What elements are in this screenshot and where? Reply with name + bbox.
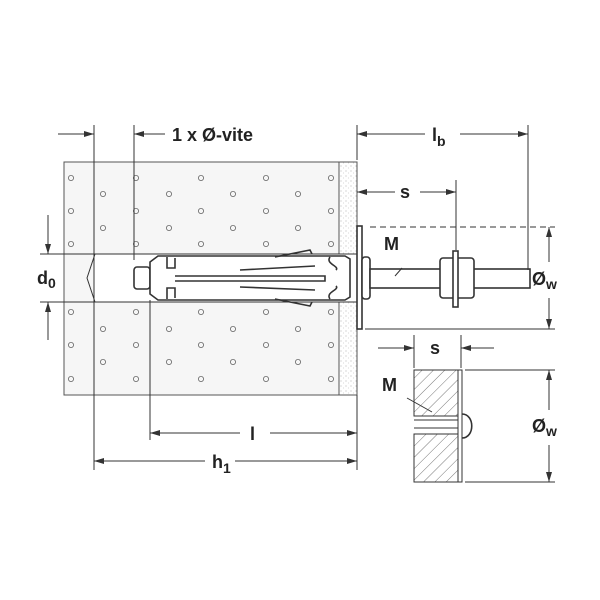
material-dot: [100, 325, 107, 332]
label-m-detail: M: [382, 375, 397, 395]
material-dot: [262, 308, 269, 315]
label-h1: h1: [212, 452, 231, 476]
material-dot: [327, 240, 334, 247]
material-dot: [68, 240, 75, 247]
label-l: l: [250, 424, 255, 444]
material-dot: [100, 224, 107, 231]
material-dot: [294, 190, 301, 197]
material-dot: [165, 358, 172, 365]
material-dot: [165, 325, 172, 332]
material-dot: [132, 341, 139, 348]
material-dot: [68, 375, 75, 382]
material-dot: [68, 341, 75, 348]
material-dot: [229, 190, 236, 197]
material-dot: [132, 207, 139, 214]
material-dot: [197, 341, 204, 348]
material-dot: [262, 174, 269, 181]
label-ow-detail: Øw: [532, 416, 557, 439]
material-dot: [262, 341, 269, 348]
label-s-detail: s: [430, 338, 440, 358]
material-dot: [132, 308, 139, 315]
material-dot: [132, 174, 139, 181]
dimensions: [40, 125, 555, 470]
material-dot: [327, 207, 334, 214]
material-dot: [100, 358, 107, 365]
material-dot: [327, 174, 334, 181]
material-dot: [197, 174, 204, 181]
material-dot: [100, 190, 107, 197]
anchor-sleeve: [133, 249, 351, 307]
material-dot: [68, 174, 75, 181]
material-dot: [197, 207, 204, 214]
material-dot: [262, 240, 269, 247]
label-ow: Øw: [532, 269, 557, 292]
label-s: s: [400, 182, 410, 202]
material-dot: [294, 224, 301, 231]
material-dot: [229, 224, 236, 231]
material-dot: [165, 190, 172, 197]
material-dot: [294, 325, 301, 332]
material-dot: [262, 375, 269, 382]
material-dot: [262, 207, 269, 214]
label-m: M: [384, 234, 399, 254]
material-dots: [68, 174, 334, 382]
detail-view: [378, 335, 555, 483]
label-screw-offset: 1 x Ø-vite: [172, 125, 253, 145]
washer: [452, 250, 459, 308]
material-dot: [68, 207, 75, 214]
material-dot: [132, 240, 139, 247]
material-dot: [68, 308, 75, 315]
material-dot: [132, 375, 139, 382]
material-dot: [327, 375, 334, 382]
material-dot: [165, 224, 172, 231]
label-lb: lb: [432, 125, 446, 149]
material-dot: [229, 325, 236, 332]
material-dot: [229, 358, 236, 365]
material-dot: [327, 341, 334, 348]
material-dot: [294, 358, 301, 365]
label-d0: d0: [37, 268, 56, 291]
material-dot: [197, 240, 204, 247]
material-dot: [197, 375, 204, 382]
material-dot: [197, 308, 204, 315]
bolt-assembly: [356, 225, 531, 330]
material-dot: [327, 308, 334, 315]
